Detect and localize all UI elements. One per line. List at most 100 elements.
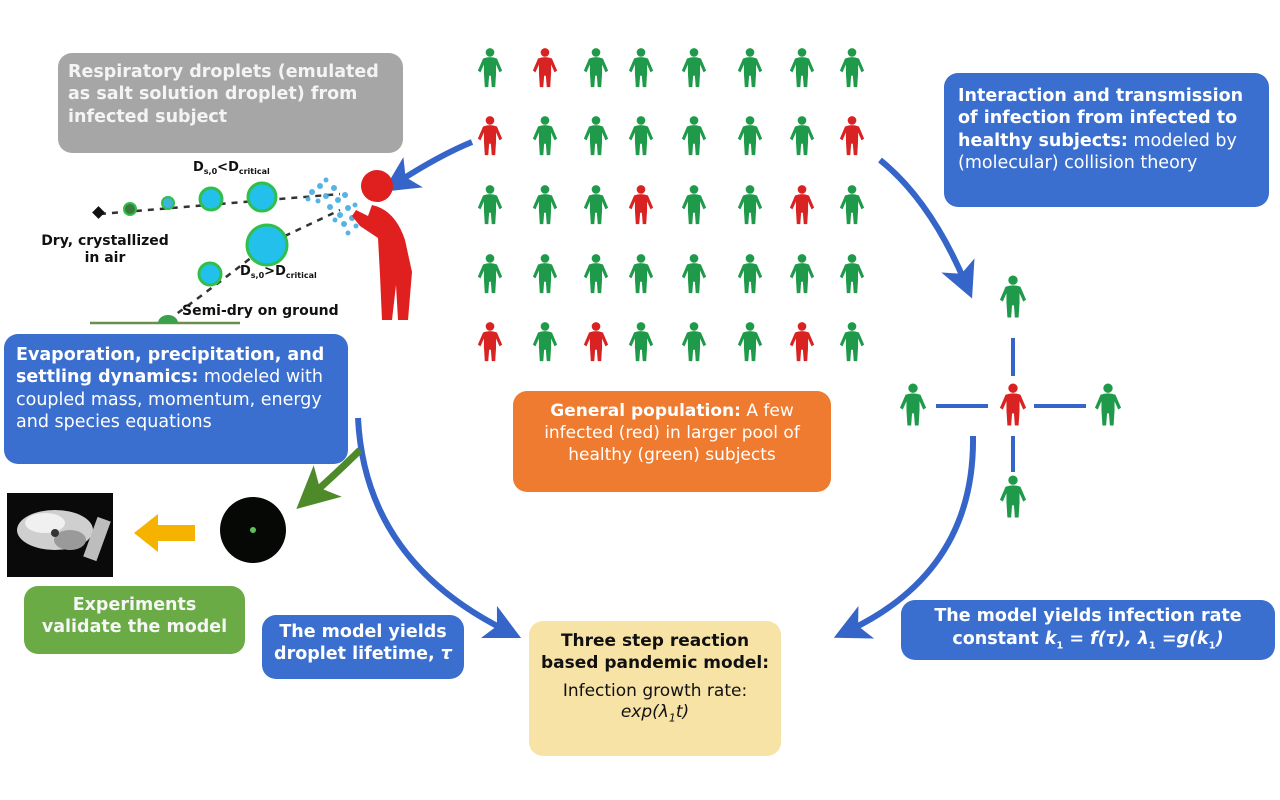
pandemic-title: Three step reaction based pandemic model… bbox=[540, 631, 770, 673]
label-large-droplet-condition: Ds,0>Dcritical bbox=[240, 264, 317, 281]
healthy-person-icon bbox=[737, 48, 763, 88]
lambda-symbol: λ bbox=[1137, 628, 1149, 649]
d-crit: critical bbox=[285, 271, 317, 280]
d-symbol: D bbox=[193, 160, 204, 175]
arrow-population-to-droplets bbox=[382, 139, 474, 192]
healthy-person-icon bbox=[737, 185, 763, 225]
pandemic-model-box: Three step reaction based pandemic model… bbox=[529, 621, 781, 756]
interaction-cluster bbox=[899, 275, 1122, 518]
rate-line2: constant k1 = f(τ), λ1 =g(k1) bbox=[909, 628, 1267, 653]
infected-person-icon bbox=[789, 322, 815, 362]
healthy-person-icon bbox=[532, 322, 558, 362]
healthy-person-icon bbox=[532, 185, 558, 225]
healthy-person-icon bbox=[583, 254, 609, 294]
healthy-person-icon bbox=[737, 322, 763, 362]
population-bold-text: General population: bbox=[550, 401, 741, 421]
d-sub: s,0 bbox=[203, 167, 218, 176]
d-op: >D bbox=[264, 264, 286, 279]
healthy-person-icon bbox=[839, 322, 865, 362]
evaporation-box: Evaporation, precipitation, and settling… bbox=[4, 334, 348, 464]
d-sub: s,0 bbox=[250, 271, 265, 280]
rate-eq2-post: ) bbox=[1215, 628, 1224, 649]
rate-constant-label: constant bbox=[952, 628, 1045, 649]
respiratory-droplets-text: Respiratory droplets (emulated as salt s… bbox=[68, 62, 379, 127]
healthy-person-icon bbox=[583, 48, 609, 88]
formula-post: t) bbox=[675, 702, 690, 723]
healthy-person-icon bbox=[839, 185, 865, 225]
rate-eq1: = f(τ), bbox=[1063, 628, 1138, 649]
rate-eq2-sub: 1 bbox=[1208, 640, 1216, 652]
infected-person-icon bbox=[628, 185, 654, 225]
rate-eq2: =g(k bbox=[1155, 628, 1209, 649]
healthy-person-icon bbox=[532, 254, 558, 294]
infected-person-icon bbox=[839, 116, 865, 156]
healthy-person-icon bbox=[583, 116, 609, 156]
arrow-interaction-to-pandemic bbox=[833, 435, 977, 639]
spray-cloud bbox=[305, 177, 359, 236]
healthy-person-icon bbox=[477, 254, 503, 294]
healthy-person-icon bbox=[628, 322, 654, 362]
infected-person-icon bbox=[477, 116, 503, 156]
arrow-evaporation-to-pandemic bbox=[355, 417, 522, 639]
healthy-person-icon bbox=[628, 254, 654, 294]
k-symbol: k bbox=[1044, 628, 1057, 649]
respiratory-droplets-box: Respiratory droplets (emulated as salt s… bbox=[58, 53, 403, 153]
general-population-box: General population: A few infected (red)… bbox=[513, 391, 831, 492]
healthy-person-icon bbox=[737, 116, 763, 156]
evaporation-bold-text: Evaporation, precipitation, and settling… bbox=[16, 345, 325, 388]
healthy-person-icon bbox=[628, 116, 654, 156]
infection-rate-box: The model yields infection rate constant… bbox=[901, 600, 1275, 660]
infected-person-icon bbox=[532, 48, 558, 88]
healthy-person-icon bbox=[839, 48, 865, 88]
formula-sub: 1 bbox=[668, 711, 676, 725]
population-grid bbox=[477, 48, 865, 362]
pandemic-formula: exp(λ1t) bbox=[537, 702, 773, 725]
healthy-person-icon bbox=[628, 48, 654, 88]
label-small-droplet-condition: Ds,0<Dcritical bbox=[193, 160, 270, 177]
central-infected-person-icon bbox=[999, 383, 1027, 426]
healthy-person-icon bbox=[532, 116, 558, 156]
droplet-image bbox=[220, 497, 286, 563]
droplet-lifetime-box: The model yields droplet lifetime, τ bbox=[262, 615, 464, 679]
k-sub: 1 bbox=[1056, 640, 1064, 652]
d-op: <D bbox=[217, 160, 239, 175]
d-crit: critical bbox=[238, 167, 270, 176]
d-symbol: D bbox=[240, 264, 251, 279]
pandemic-subtitle: Infection growth rate: bbox=[562, 680, 748, 701]
infected-person-icon bbox=[583, 322, 609, 362]
healthy-person-icon bbox=[681, 116, 707, 156]
interaction-normal-text: modeled by (molecular) collision theory bbox=[958, 130, 1237, 174]
interaction-box: Interaction and transmission of infectio… bbox=[944, 73, 1269, 207]
healthy-person-icon bbox=[583, 185, 609, 225]
healthy-person-icon bbox=[737, 254, 763, 294]
neighbor-healthy-person-icon bbox=[1094, 383, 1122, 426]
tau-symbol: τ bbox=[440, 644, 452, 665]
healthy-person-icon bbox=[477, 185, 503, 225]
lifetime-line2: droplet lifetime, τ bbox=[270, 643, 456, 665]
label-dry-crystallized: Dry, crystallized in air bbox=[41, 233, 169, 266]
population-normal-text: A few infected (red) in larger pool of h… bbox=[544, 401, 800, 465]
interaction-bold-text: Interaction and transmission of infectio… bbox=[958, 86, 1244, 151]
healthy-person-icon bbox=[681, 254, 707, 294]
neighbor-healthy-person-icon bbox=[999, 475, 1027, 518]
arrow-evaporation-to-droplet bbox=[296, 447, 363, 509]
neighbor-healthy-person-icon bbox=[999, 275, 1027, 318]
lambda-sub: 1 bbox=[1148, 640, 1156, 652]
interaction-links bbox=[936, 338, 1086, 472]
formula-pre: exp(λ bbox=[620, 702, 669, 723]
experiments-box: Experiments validate the model bbox=[24, 586, 245, 654]
rate-line1: The model yields infection rate bbox=[934, 606, 1242, 626]
experiments-text: Experiments validate the model bbox=[41, 595, 228, 638]
neighbor-healthy-person-icon bbox=[899, 383, 927, 426]
arrow-droplet-to-crystal bbox=[134, 514, 195, 552]
lifetime-line1: The model yields bbox=[279, 622, 447, 642]
healthy-person-icon bbox=[839, 254, 865, 294]
healthy-person-icon bbox=[789, 48, 815, 88]
healthy-person-icon bbox=[789, 254, 815, 294]
crystal-image bbox=[7, 493, 113, 577]
evaporation-normal-text: modeled with coupled mass, momentum, ene… bbox=[16, 367, 323, 433]
label-semi-dry: Semi-dry on ground bbox=[182, 303, 339, 319]
infected-person-sneezing bbox=[352, 170, 412, 320]
arrow-population-to-interaction bbox=[878, 157, 975, 299]
